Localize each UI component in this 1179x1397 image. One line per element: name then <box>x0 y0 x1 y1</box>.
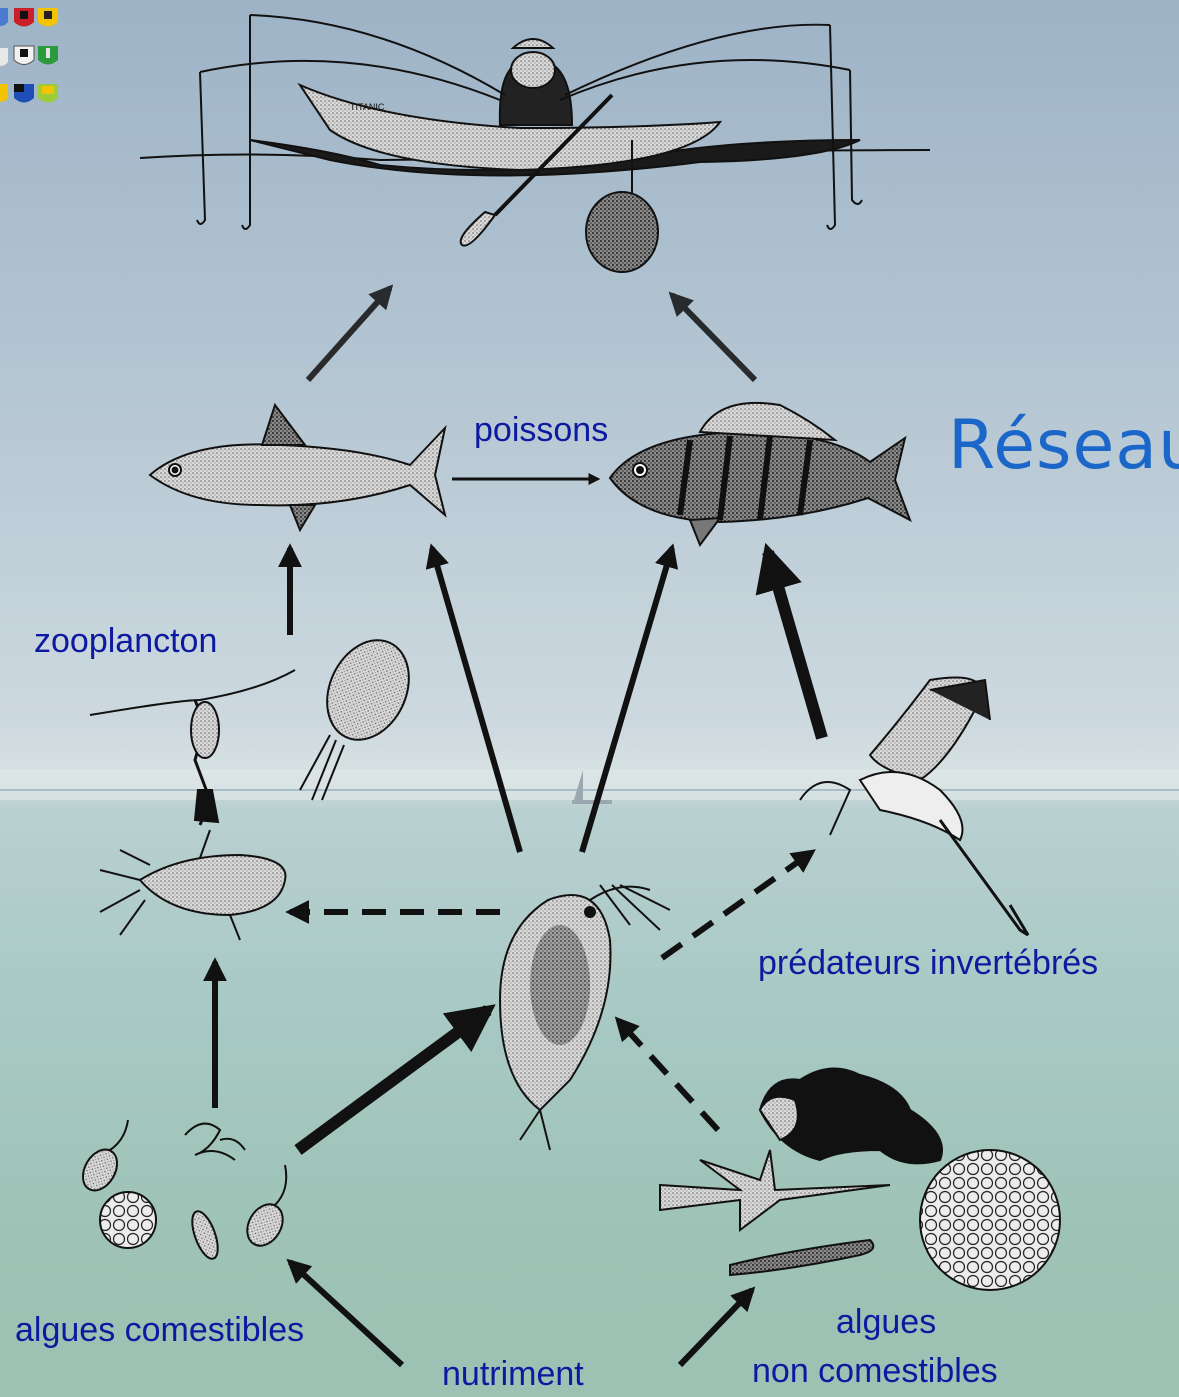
perch-icon <box>610 403 910 545</box>
label-edible-algae: algues comestibles <box>15 1313 304 1347</box>
edible-algae-icon <box>76 1120 290 1262</box>
label-invertebrate-predators: prédateurs invertébrés <box>758 946 1098 980</box>
whitefish-icon <box>150 405 445 530</box>
cyclops-icon <box>100 830 285 940</box>
daphnia-icon <box>500 885 670 1150</box>
diagram-title: Réseau <box>948 406 1179 485</box>
label-fish: poissons <box>474 413 608 447</box>
label-inedible-algae-line1: algues <box>836 1305 936 1339</box>
label-nutrient: nutriment <box>442 1357 584 1391</box>
copepod-icon <box>90 670 295 825</box>
inedible-algae-icon <box>660 1069 1060 1290</box>
label-zooplankton: zooplancton <box>34 624 217 658</box>
svg-text:TITANIC: TITANIC <box>350 102 385 112</box>
predatory-larva-icon <box>800 678 1028 936</box>
fisherman-boat-icon: TITANIC <box>140 15 930 272</box>
rotifer-icon <box>300 627 424 800</box>
label-inedible-algae-line2: non comestibles <box>752 1354 998 1388</box>
